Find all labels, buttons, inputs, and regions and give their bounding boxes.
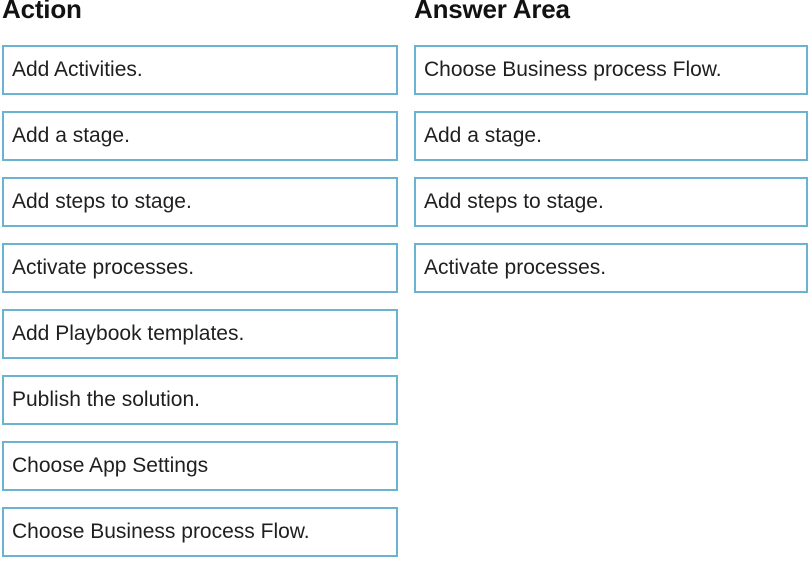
action-item[interactable]: Add steps to stage.	[2, 177, 398, 227]
answer-item-label: Add a stage.	[424, 124, 542, 147]
action-item-list: Add Activities. Add a stage. Add steps t…	[2, 45, 398, 557]
answer-item[interactable]: Choose Business process Flow.	[414, 45, 808, 95]
action-item-label: Activate processes.	[12, 256, 195, 279]
answer-item[interactable]: Add steps to stage.	[414, 177, 808, 227]
action-item[interactable]: Choose Business process Flow.	[2, 507, 398, 557]
action-item-label: Add Playbook templates.	[12, 322, 245, 345]
action-item-label: Add Activities.	[12, 58, 143, 81]
action-item[interactable]: Publish the solution.	[2, 375, 398, 425]
action-column: Action Add Activities. Add a stage. Add …	[2, 0, 398, 557]
action-item-label: Publish the solution.	[12, 388, 200, 411]
answer-item-label: Choose Business process Flow.	[424, 58, 722, 81]
answer-area-column: Answer Area Choose Business process Flow…	[414, 0, 808, 293]
action-item-label: Add steps to stage.	[12, 190, 192, 213]
answer-item-label: Add steps to stage.	[424, 190, 604, 213]
action-column-header: Action	[2, 0, 82, 24]
action-item[interactable]: Add a stage.	[2, 111, 398, 161]
answer-item-list: Choose Business process Flow. Add a stag…	[414, 45, 808, 293]
answer-area-column-header: Answer Area	[414, 0, 570, 24]
action-item-label: Choose Business process Flow.	[12, 520, 310, 543]
answer-item[interactable]: Activate processes.	[414, 243, 808, 293]
answer-item-label: Activate processes.	[424, 256, 607, 279]
action-item-label: Add a stage.	[12, 124, 130, 147]
answer-item[interactable]: Add a stage.	[414, 111, 808, 161]
action-item[interactable]: Add Playbook templates.	[2, 309, 398, 359]
action-item[interactable]: Add Activities.	[2, 45, 398, 95]
action-item-label: Choose App Settings	[12, 454, 209, 477]
action-item[interactable]: Choose App Settings	[2, 441, 398, 491]
action-item[interactable]: Activate processes.	[2, 243, 398, 293]
